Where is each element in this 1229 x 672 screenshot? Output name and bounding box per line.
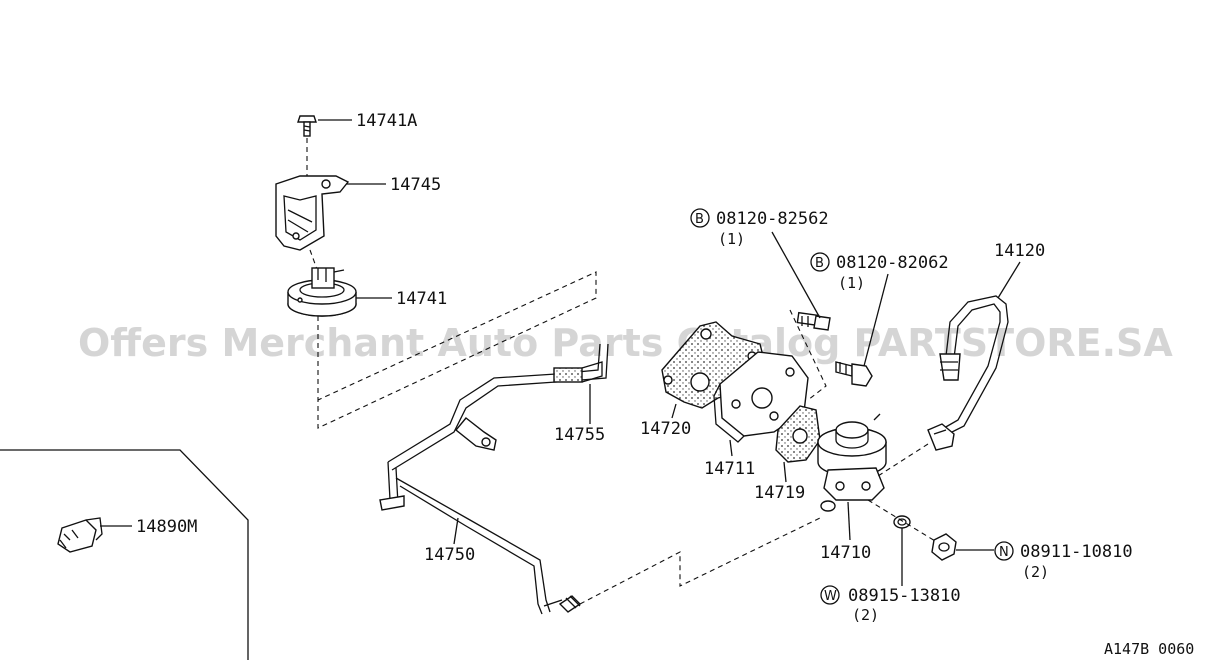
gasket-14719[interactable] <box>775 405 821 463</box>
part-number: 08911-10810 <box>1020 542 1133 562</box>
bolt-08120-82062[interactable] <box>835 361 873 387</box>
label-14720: 14720 <box>640 419 691 439</box>
label-14719: 14719 <box>754 483 805 503</box>
washer-w[interactable] <box>893 515 911 529</box>
label-14741: 14741 <box>396 289 447 309</box>
diagram-code: A147B 0060 <box>1104 640 1194 658</box>
actuator-14741[interactable] <box>287 267 357 317</box>
valve-seal[interactable] <box>820 500 836 512</box>
tube-14750[interactable] <box>379 343 609 615</box>
svg-text:B: B <box>695 212 704 227</box>
part-number: 08120-82062 <box>836 253 949 273</box>
connector-14890M[interactable] <box>57 517 103 553</box>
label-14120: 14120 <box>994 241 1045 261</box>
callout-08120-82562: B 08120-82562 (1) <box>690 208 829 248</box>
label-14710: 14710 <box>820 543 871 563</box>
label-14890M: 14890M <box>136 517 197 537</box>
quantity: (2) <box>1022 563 1049 581</box>
watermark: Offers Merchant Auto Parts Catalog PARTS… <box>78 321 1173 365</box>
label-14750: 14750 <box>424 545 475 565</box>
nut-n[interactable] <box>931 533 957 561</box>
plate-14711[interactable] <box>713 351 809 443</box>
bolt-symbol-icon <box>690 208 710 228</box>
label-14711: 14711 <box>704 459 755 479</box>
screw-14741A[interactable] <box>297 115 317 137</box>
callout-08911-10810: N 08911-10810 (2) <box>994 541 1133 581</box>
svg-text:W: W <box>824 589 837 604</box>
callout-08915-13810: W 08915-13810 (2) <box>820 585 961 624</box>
quantity: (2) <box>852 606 879 624</box>
egr-valve-14710[interactable] <box>817 413 887 501</box>
nut-symbol-icon <box>994 541 1014 561</box>
bolt-symbol-icon <box>810 252 830 272</box>
label-14741A: 14741A <box>356 111 417 131</box>
part-number: 08915-13810 <box>848 586 961 606</box>
washer-symbol-icon <box>820 585 840 605</box>
quantity: (1) <box>718 230 745 248</box>
svg-text:B: B <box>815 256 824 271</box>
label-14745: 14745 <box>390 175 441 195</box>
pipe-14120[interactable] <box>927 295 1009 451</box>
bracket-14745[interactable] <box>275 175 350 251</box>
quantity: (1) <box>838 274 865 292</box>
bolt-08120-82562[interactable] <box>796 311 831 331</box>
part-number: 08120-82562 <box>716 209 829 229</box>
inset-frame <box>0 449 249 660</box>
tube-fitting[interactable] <box>558 595 582 613</box>
nut-14755[interactable] <box>553 361 603 383</box>
label-14755: 14755 <box>554 425 605 445</box>
svg-text:N: N <box>999 545 1009 560</box>
callout-08120-82062: B 08120-82062 (1) <box>810 252 949 292</box>
